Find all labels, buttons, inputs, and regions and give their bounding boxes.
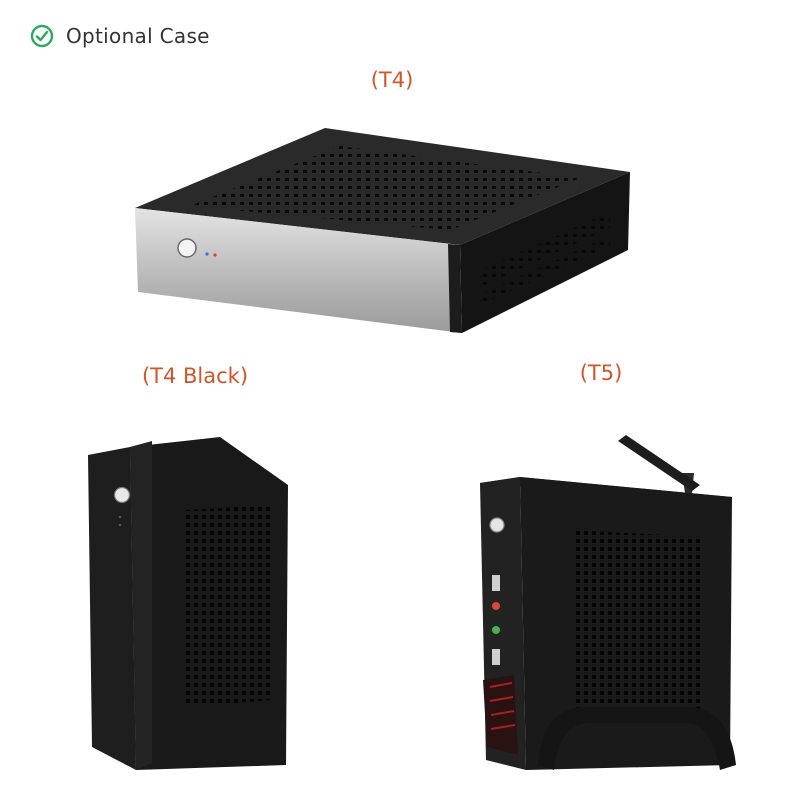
section-title: Optional Case — [66, 24, 210, 48]
t4-silver-front-case-image — [135, 128, 630, 333]
product-label-t5: (T5) — [579, 361, 623, 385]
section-header: Optional Case — [30, 24, 210, 48]
product-label-t4: (T4) — [370, 68, 414, 92]
t5-case-with-antenna-image — [480, 435, 736, 770]
t4-black-tower-case-image — [88, 437, 288, 770]
check-circle-icon — [30, 24, 54, 48]
product-label-t4-black: (T4 Black) — [141, 364, 249, 388]
